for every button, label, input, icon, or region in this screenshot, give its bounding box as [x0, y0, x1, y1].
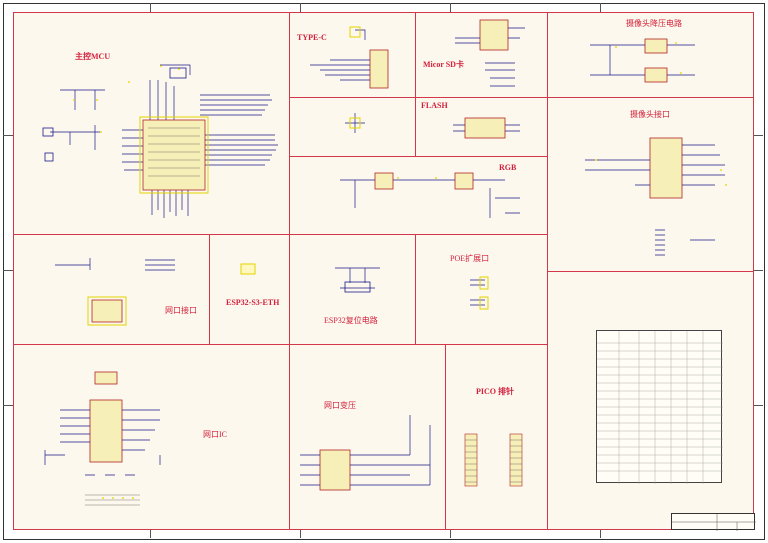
- border-tick: [600, 3, 601, 12]
- border-tick: [754, 135, 763, 136]
- label-typec: TYPE-C: [297, 33, 327, 42]
- outer-frame: [3, 3, 765, 540]
- poe-schematic: [470, 276, 489, 310]
- title-block: [671, 513, 756, 531]
- border-tick: [150, 3, 151, 12]
- label-flash: FLASH: [421, 101, 448, 110]
- label-mcu: 主控MCU: [75, 52, 111, 61]
- border-tick: [3, 405, 13, 406]
- label-net-trans: 网口变压: [324, 401, 356, 410]
- cam-power-schematic: [590, 38, 695, 83]
- label-net-ic: 网口IC: [203, 430, 227, 439]
- border-tick: [150, 530, 151, 538]
- border-tick: [300, 530, 301, 538]
- border-tick: [3, 135, 13, 136]
- label-reset: ESP32复位电路: [324, 316, 378, 325]
- rgb-schematic: [340, 172, 520, 218]
- pin-table: [596, 330, 723, 484]
- esd-schematic: [345, 113, 365, 133]
- net-port-schematic: [55, 258, 175, 326]
- label-cam-port: 摄像头接口: [630, 110, 670, 119]
- label-sd: Micor SD卡: [423, 60, 464, 69]
- reset-schematic: [335, 267, 380, 293]
- border-tick: [754, 405, 763, 406]
- label-rgb: RGB: [499, 163, 517, 172]
- label-pico: PICO 排针: [476, 387, 514, 396]
- flash-schematic: [453, 117, 520, 139]
- label-net-port: 网口接口: [165, 306, 197, 315]
- sd-schematic: [455, 19, 525, 87]
- mcu-schematic: [42, 64, 278, 218]
- border-tick: [300, 3, 301, 12]
- net-trans-schematic: [300, 415, 431, 491]
- border-tick: [450, 3, 451, 12]
- section-module: [209, 234, 290, 345]
- border-tick: [3, 270, 13, 271]
- cam-port-schematic: [585, 137, 727, 256]
- border-tick: [450, 530, 451, 538]
- typec-schematic: [310, 26, 389, 89]
- label-poe: POE扩展口: [450, 254, 490, 263]
- border-tick: [754, 270, 763, 271]
- label-cam-power: 摄像头降压电路: [626, 19, 682, 28]
- net-ic-schematic: [44, 371, 161, 506]
- label-module: ESP32-S3-ETH: [226, 298, 280, 307]
- module-schematic: [240, 263, 256, 275]
- section-pico: [445, 344, 548, 530]
- border-tick: [600, 530, 601, 538]
- pico-schematic: [464, 433, 523, 487]
